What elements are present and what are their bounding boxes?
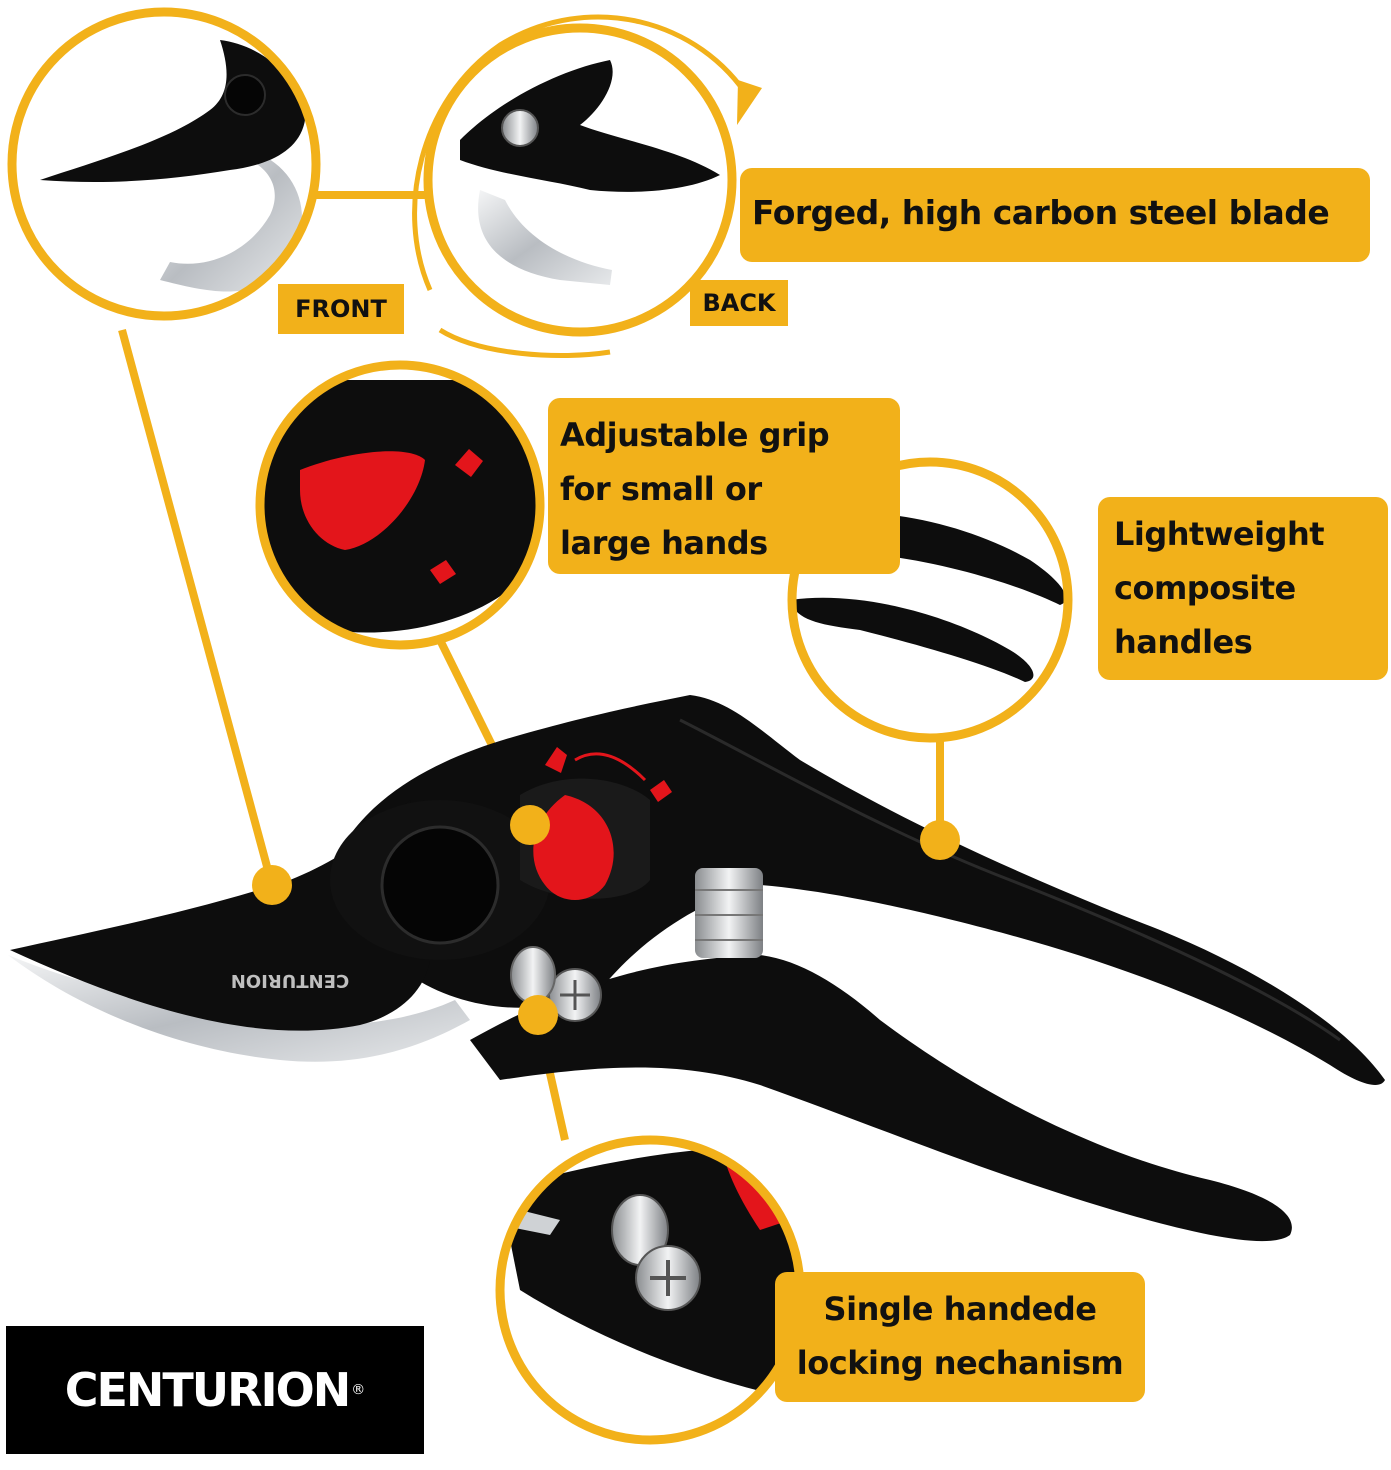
lock-screw-nut [510, 946, 556, 1004]
grip-detail-circle [255, 360, 545, 650]
blade-print-text: CENTURION [231, 970, 349, 991]
spring [695, 868, 763, 958]
lower-handle [470, 955, 1292, 1242]
grip-zoom-red-lever [300, 451, 425, 550]
rotate-arrow [412, 14, 753, 292]
front-blade-circle [7, 7, 321, 321]
callout-box-handles [1098, 497, 1388, 680]
brand-name: CENTURION [64, 1363, 352, 1417]
callout-box-lock [775, 1272, 1145, 1402]
callout-box-grip [548, 398, 900, 574]
back-blade-circle [412, 14, 762, 359]
back-tag: BACK [690, 280, 788, 326]
callout-handles-text: Lightweight composite handles [1114, 515, 1325, 661]
grip-red-lever [533, 795, 614, 900]
callout-lock-text: Single handede locking nechanism [796, 1290, 1124, 1382]
lock-detail-circle [495, 1135, 805, 1445]
back-blade-steel [478, 190, 612, 285]
callout-box-blade [740, 168, 1370, 262]
blade-black [10, 800, 434, 1031]
rotate-arrow-tail [438, 327, 611, 359]
marker-dot-handle [920, 820, 960, 860]
pruner-main [8, 695, 1385, 1242]
front-tag: FRONT [278, 284, 404, 334]
rotate-arrow-head [737, 80, 762, 125]
front-blade-steel [160, 150, 303, 292]
hand-size-icons [545, 747, 672, 802]
leader-front-to-blade [118, 328, 276, 887]
callout-blade-text: Forged, high carbon steel blade [752, 193, 1330, 232]
brand-reg-mark: ® [351, 1382, 366, 1398]
marker-dot-lock [518, 995, 558, 1035]
callout-grip-text: Adjustable grip for small or large hands [560, 416, 830, 562]
handles-zoom-lower [792, 597, 1034, 682]
handle-groove [679, 718, 1341, 1042]
marker-dot-grip [510, 805, 550, 845]
brand-logo: CENTURION® [6, 1326, 424, 1454]
blade-steel-edge [8, 955, 470, 1062]
marker-dot-blade [252, 865, 292, 905]
back-blade-black [460, 60, 720, 192]
pivot-bolt [380, 825, 500, 945]
